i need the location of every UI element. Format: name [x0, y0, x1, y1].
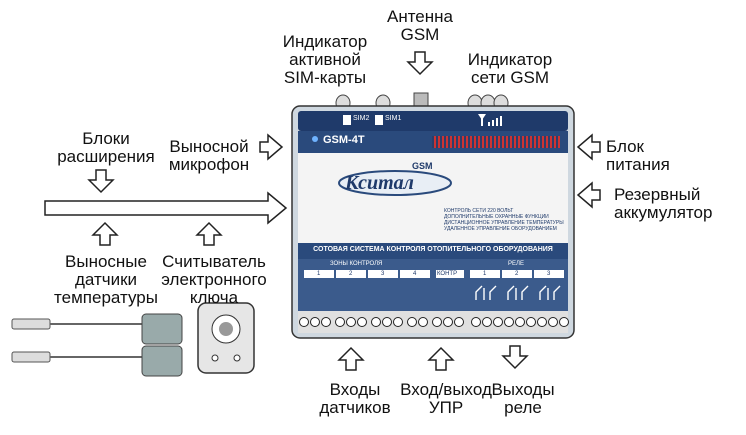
relay-number: 1	[483, 271, 487, 277]
device-banner: СОТОВАЯ СИСТЕМА КОНТРОЛЯ ОТОПИТЕЛЬНОГО О…	[313, 246, 553, 253]
signal-icon	[478, 114, 502, 126]
kontr-title: КОНТР	[437, 271, 458, 277]
relay-title: РЕЛЕ	[508, 261, 524, 267]
label-expansion-units: Блоки расширения	[57, 129, 155, 166]
led-bar	[432, 136, 560, 148]
feature-item: КОНТРОЛЬ СЕТИ 220 ВОЛЬТ	[444, 208, 514, 214]
relay-switch-symbols	[475, 285, 561, 300]
relay-number: 3	[547, 271, 551, 277]
zone-number: 4	[413, 271, 417, 277]
terminal-block	[299, 317, 569, 327]
feature-item: ДОПОЛНИТЕЛЬНЫЕ ОХРАННЫЕ ФУНКЦИИ	[444, 214, 549, 220]
feature-list: КОНТРОЛЬ СЕТИ 220 ВОЛЬТ ДОПОЛНИТЕЛЬНЫЕ О…	[444, 208, 564, 232]
label-upr-io: Вход/выход УПР	[400, 380, 492, 417]
label-remote-microphone: Выносной микрофон	[168, 137, 250, 174]
sim-icons	[343, 115, 383, 125]
label-sim-indicator: Индикатор активной SIM-карты	[282, 32, 368, 87]
zone-number: 2	[349, 271, 353, 277]
expansion-bus-arrow	[44, 191, 288, 225]
temperature-sensor-2	[11, 345, 183, 377]
brand-badge: GSM	[412, 161, 433, 171]
label-antenna-gsm: Антенна GSM	[386, 7, 453, 44]
feature-item: УДАЛЕННОЕ УПРАВЛЕНИЕ ОБОРУДОВАНИЕМ	[444, 226, 557, 232]
zones-title: ЗОНЫ КОНТРОЛЯ	[330, 261, 383, 267]
logo-ellipse	[338, 170, 452, 196]
label-backup-battery: Резервный аккумулятор	[614, 185, 713, 222]
zone-number: 1	[317, 271, 321, 277]
label-temperature-sensors: Выносные датчики температуры	[54, 252, 158, 307]
model-label: GSM-4T	[323, 134, 365, 146]
label-key-reader: Считыватель электронного ключа	[161, 252, 267, 307]
sim2-label: SIM2	[353, 115, 370, 122]
label-relay-outputs: Выходы реле	[491, 380, 555, 417]
power-led	[312, 136, 318, 142]
sim1-label: SIM1	[385, 115, 402, 122]
brand-logo: Кситал	[345, 172, 414, 194]
pointer-arrows	[87, 51, 601, 371]
temperature-sensor-1	[11, 313, 183, 345]
key-reader	[197, 302, 255, 374]
feature-item: ДИСТАНЦИОННОЕ УПРАВЛЕНИЕ ТЕМПЕРАТУРЫ	[444, 220, 564, 226]
relay-number: 2	[515, 271, 519, 277]
label-sensor-inputs: Входы датчиков	[319, 380, 391, 417]
label-power-supply: Блок питания	[606, 137, 670, 174]
zone-number: 3	[381, 271, 385, 277]
zone-blocks	[304, 270, 564, 278]
label-gsm-indicator: Индикатор сети GSM	[467, 50, 553, 87]
